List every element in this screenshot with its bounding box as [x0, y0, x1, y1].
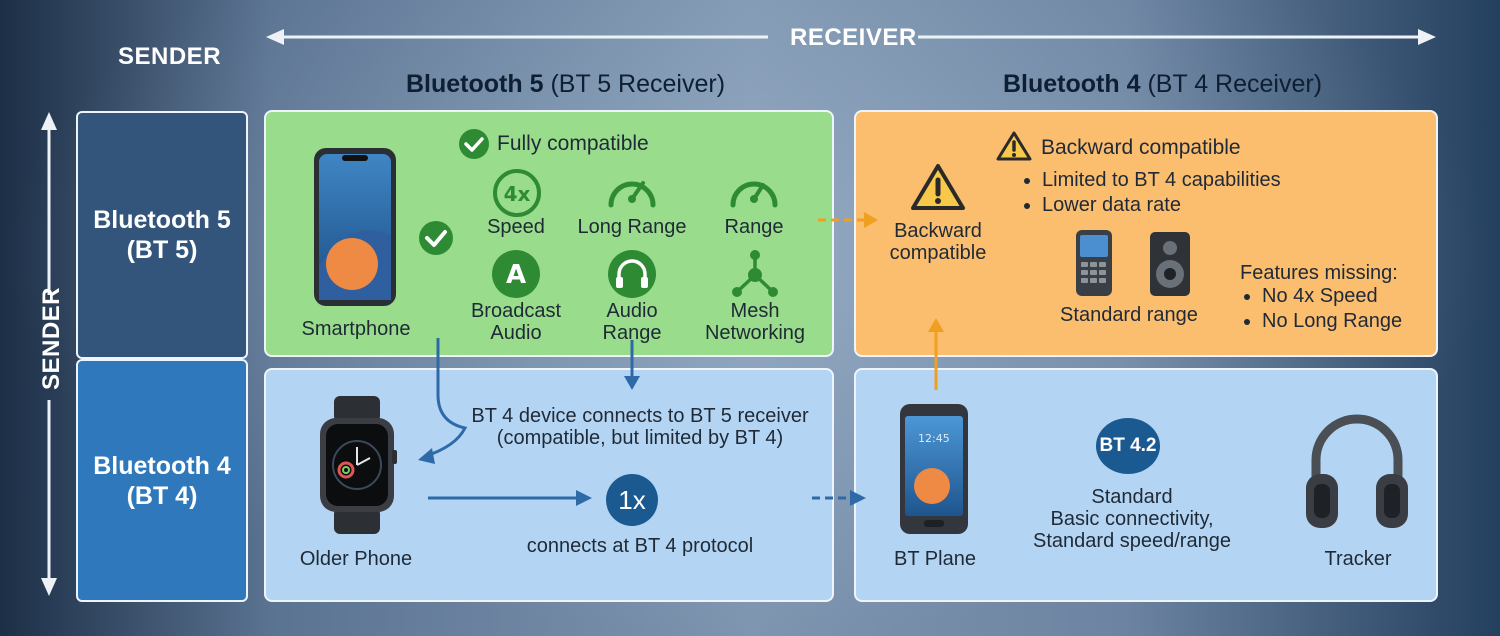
bt4-desc-line1: Standard [1091, 486, 1173, 508]
row-label-bt4-line1: Bluetooth 4 [93, 451, 231, 480]
bt4-desc-line2: Basic connectivity, [1050, 508, 1214, 530]
smartphone-icon [314, 148, 396, 306]
backward-compatible-side-label: Backward compatible [872, 220, 1004, 264]
svg-text:A: A [506, 260, 526, 290]
feature-mesh-line1: Mesh [730, 300, 780, 322]
limitation-item: Limited to BT 4 capabilities [1042, 168, 1281, 193]
receiver-axis [266, 29, 1436, 45]
phone-icon: 12:45 [900, 404, 968, 534]
range-gauge-icon [730, 181, 778, 208]
smartphone-label: Smartphone [301, 318, 411, 340]
cell-bt5-bt4 [854, 110, 1438, 357]
limitation-item: Lower data rate [1042, 193, 1281, 218]
column-header-bt4: Bluetooth 4 (BT 4 Receiver) [1003, 70, 1322, 99]
headphones-icon [608, 250, 656, 298]
bt4-connection-note-line1: BT 4 device connects to BT 5 receiver [471, 405, 809, 427]
row-label-bt5-line1: Bluetooth 5 [93, 206, 231, 234]
feature-long-range-label: Long Range [577, 216, 687, 238]
feature-audio-range-line1: Audio [606, 300, 658, 322]
standard-range-label: Standard range [1060, 304, 1198, 326]
missing-feature-item: No 4x Speed [1262, 284, 1402, 309]
check-circle-icon [459, 129, 489, 159]
column-header-bt5-bold: Bluetooth 5 [406, 70, 544, 98]
column-header-bt5: Bluetooth 5 (BT 5 Receiver) [406, 70, 725, 99]
row-label-bt5: Bluetooth 5(BT 5) [76, 111, 248, 359]
feature-audio-range-label: Audio Range [582, 300, 682, 344]
feature-audio-range-line2: Range [602, 322, 662, 344]
bt4-connection-note: BT 4 device connects to BT 5 receiver (c… [470, 405, 810, 449]
bt42-badge: BT 4.2 [1096, 418, 1160, 474]
backward-label-line1: Backward [894, 220, 982, 242]
older-phone-label: Older Phone [299, 548, 413, 570]
check-circle-icon [419, 221, 453, 255]
speaker-icon [1150, 232, 1190, 296]
row-label-bt4: Bluetooth 4(BT 4) [76, 359, 248, 602]
row-label-bt4-line2: (BT 4) [126, 481, 198, 510]
missing-features-list: No 4x Speed No Long Range [1240, 284, 1402, 334]
svg-text:12:45: 12:45 [918, 432, 950, 445]
limitations-list: Limited to BT 4 capabilities Lower data … [1020, 168, 1281, 218]
backward-label-line2: compatible [889, 242, 987, 264]
svg-text:4x: 4x [504, 182, 531, 206]
feature-broadcast-label: Broadcast Audio [456, 300, 576, 344]
feature-speed-label: Speed [487, 216, 545, 238]
column-header-bt4-bold: Bluetooth 4 [1003, 70, 1141, 98]
bt-plane-label: BT Plane [894, 548, 976, 570]
4x-speed-icon: 4x [493, 169, 541, 217]
column-header-bt4-rest: (BT 4 Receiver) [1140, 70, 1323, 98]
warning-icon [911, 164, 965, 210]
mesh-network-icon [732, 250, 778, 297]
feature-range-label: Range [724, 216, 784, 238]
fully-compatible-title: Fully compatible [497, 132, 649, 155]
tracker-label: Tracker [1324, 548, 1392, 570]
bt4-standard-description: Standard Basic connectivity, Standard sp… [1020, 486, 1244, 552]
bt4-desc-line3: Standard speed/range [1033, 530, 1231, 552]
long-range-gauge-icon [608, 181, 656, 208]
bt4-connection-note-line2: (compatible, but limited by BT 4) [496, 427, 784, 449]
feature-broadcast-line1: Broadcast [470, 300, 562, 322]
warning-icon [996, 131, 1032, 161]
receiver-label: RECEIVER [790, 24, 917, 51]
headphones-icon [1306, 414, 1408, 528]
sender-top-label: SENDER [118, 43, 222, 70]
protocol-label: connects at BT 4 protocol [526, 535, 754, 557]
smartwatch-icon [320, 396, 397, 534]
row-label-bt5-line2: (BT 5) [126, 236, 198, 264]
sender-axis [41, 112, 57, 596]
protocol-badge-1x: 1x [606, 474, 658, 526]
backward-compatible-title: Backward compatible [1041, 136, 1241, 159]
column-header-bt5-rest: (BT 5 Receiver) [543, 70, 726, 98]
broadcast-audio-icon: A [492, 250, 540, 298]
feature-phone-icon [1076, 230, 1112, 296]
missing-feature-item: No Long Range [1262, 309, 1402, 334]
feature-broadcast-line2: Audio [490, 322, 542, 344]
features-missing-title: Features missing: [1240, 262, 1398, 284]
feature-mesh-line2: Networking [704, 322, 806, 344]
feature-mesh-label: Mesh Networking [694, 300, 816, 344]
